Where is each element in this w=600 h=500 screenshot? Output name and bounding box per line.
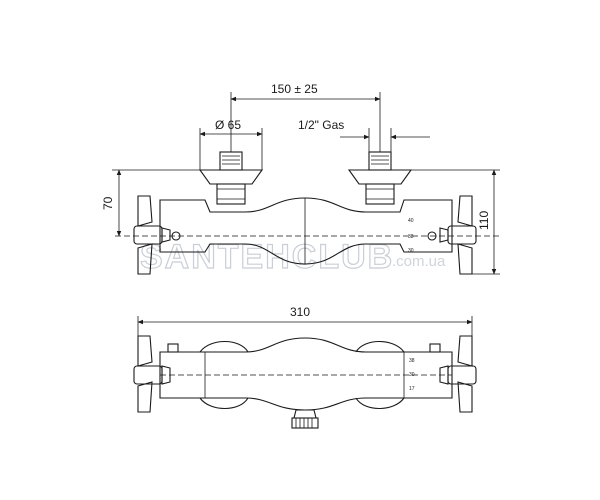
inlet-spacing-label: 150 ± 25 [271, 82, 318, 96]
front-view: 40 38 30 [115, 151, 500, 275]
thread-label: 1/2" Gas [298, 118, 344, 132]
watermark-main: SANTEHCLUB [140, 238, 394, 276]
scale-mark-top-3: 17 [409, 386, 415, 392]
scale-mark-front-1: 40 [408, 218, 414, 224]
dimension-inlet-diameter: Ø 65 [199, 118, 263, 170]
mixer-body-front [159, 197, 453, 265]
inlet-diameter-label: Ø 65 [215, 118, 241, 132]
left-handle-top [133, 335, 171, 413]
dimension-total-width: 310 [137, 305, 473, 350]
left-inlet [198, 151, 264, 205]
temperature-scale-front: 40 38 30 [408, 218, 414, 254]
height-axis-label: 70 [101, 196, 115, 210]
temperature-scale-top: 38 30 17 [409, 358, 415, 392]
dimension-inlet-spacing: 150 ± 25 [230, 82, 381, 152]
dimension-total-height: 110 [411, 169, 500, 275]
watermark-sub: .com.ua [392, 253, 446, 270]
watermark: SANTEHCLUB .com.ua [139, 237, 446, 276]
mixer-body-top [159, 337, 453, 411]
top-view: 38 30 17 [133, 335, 477, 429]
right-handle-top [439, 335, 477, 413]
dimension-height-axis: 70 [101, 169, 200, 237]
scale-mark-top-1: 38 [409, 358, 415, 364]
total-height-label: 110 [477, 211, 491, 230]
scale-mark-front-3: 30 [408, 248, 414, 254]
dimension-thread: 1/2" Gas [298, 118, 430, 152]
scale-mark-front-2: 38 [408, 234, 414, 240]
scale-mark-top-2: 30 [409, 372, 415, 378]
outlet [291, 409, 319, 429]
right-inlet [347, 151, 413, 205]
total-width-label: 310 [290, 305, 310, 319]
